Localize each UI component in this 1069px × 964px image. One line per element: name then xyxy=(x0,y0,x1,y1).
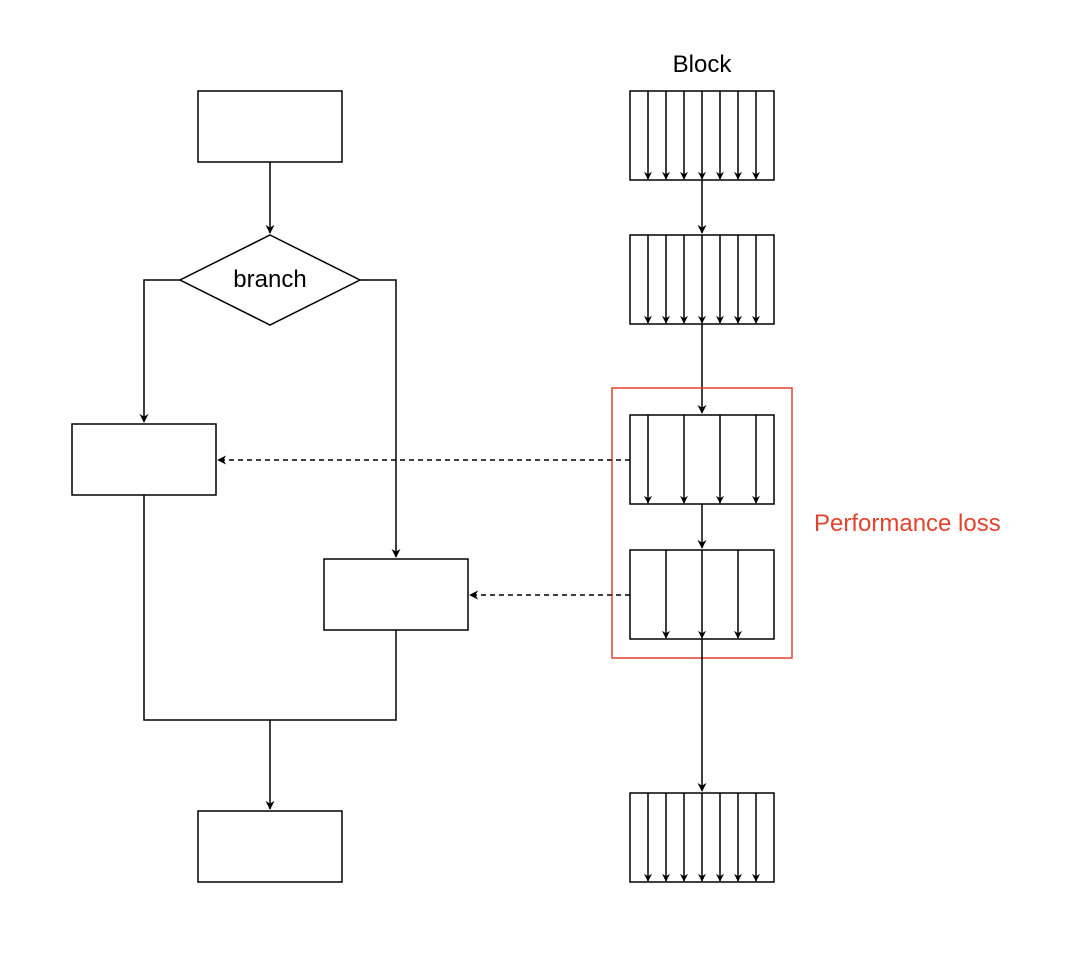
edge-branch-to-left xyxy=(139,279,180,423)
branch-diamond xyxy=(178,234,362,326)
warp-block-5 xyxy=(629,792,775,883)
warp-block-2 xyxy=(629,234,775,325)
block-title: Block xyxy=(673,51,733,78)
performance-loss-label: Performance loss xyxy=(814,510,1001,537)
warp-block-4 xyxy=(629,549,775,640)
left-box xyxy=(71,423,217,496)
warp-block-3 xyxy=(629,414,775,505)
warp-block-1 xyxy=(629,90,775,181)
start-box xyxy=(197,90,343,163)
right-box xyxy=(323,558,469,631)
branch-label: branch xyxy=(233,266,306,293)
end-box xyxy=(197,810,343,883)
edge-branch-to-right xyxy=(360,279,401,558)
